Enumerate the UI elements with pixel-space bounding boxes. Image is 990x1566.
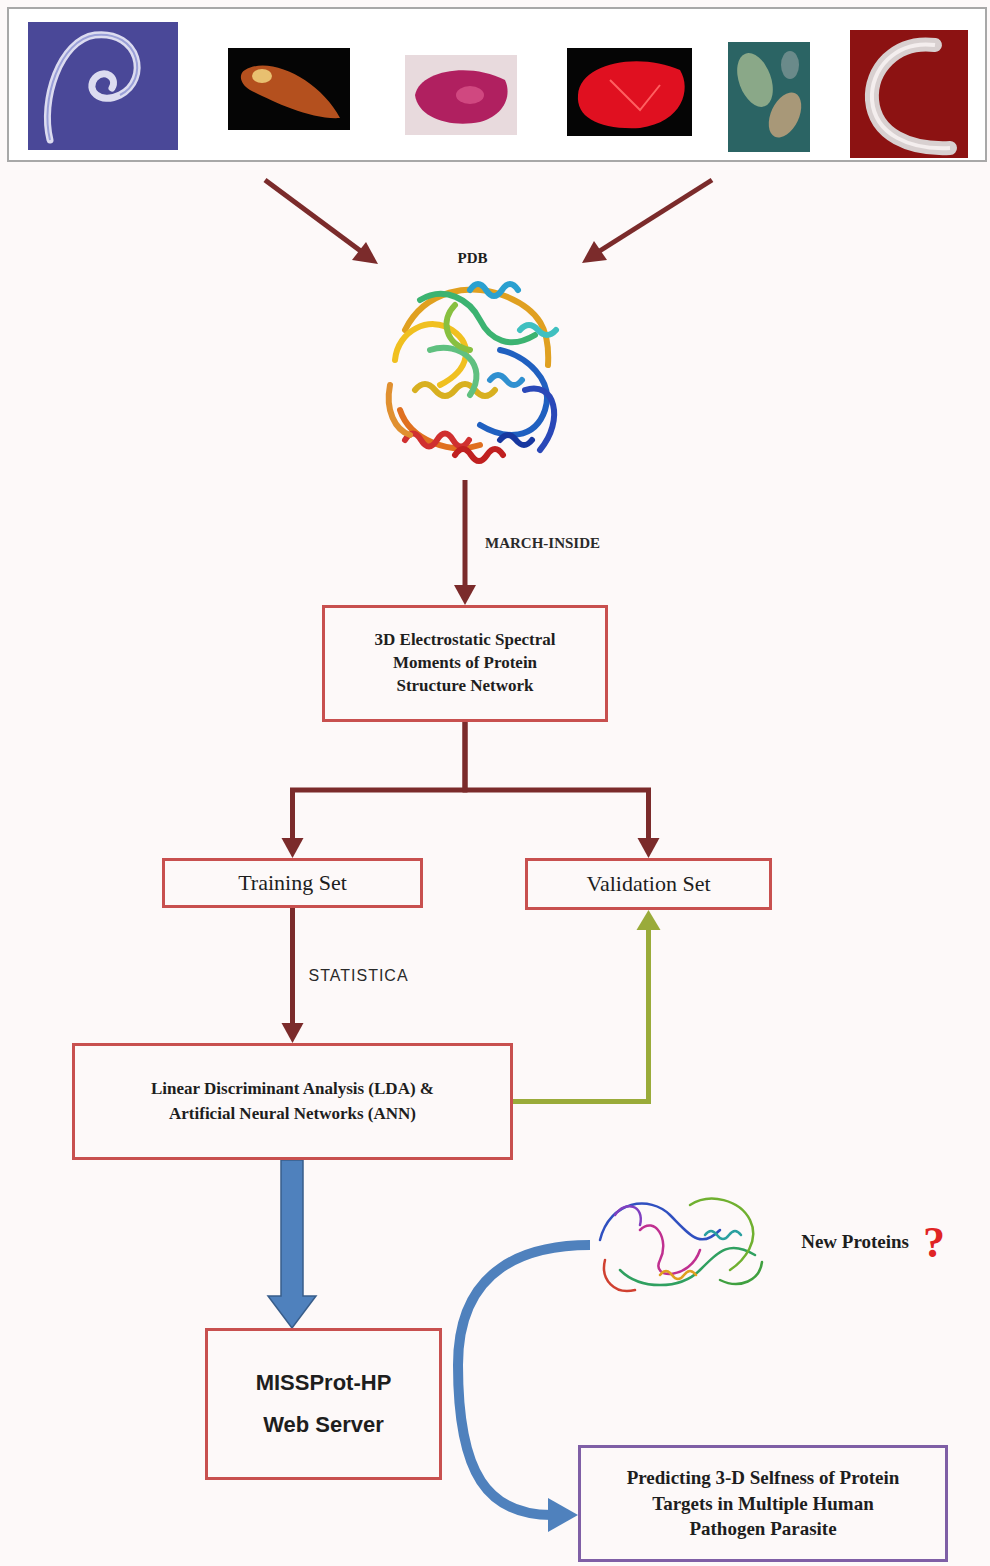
parasite-image	[728, 42, 810, 152]
box-text: Predicting 3-D Selfness of Protein Targe…	[618, 1465, 908, 1542]
connector-line	[465, 722, 649, 842]
connector	[268, 1160, 316, 1328]
process-box: Linear Discriminant Analysis (LDA) & Art…	[72, 1043, 513, 1160]
arrow-head	[282, 838, 304, 858]
connector	[454, 480, 476, 605]
connector-line	[463, 480, 468, 589]
box-text: Training Set	[238, 870, 347, 896]
connector-label: STATISTICA	[309, 962, 409, 990]
process-box: Validation Set	[525, 858, 772, 910]
connector-label: MARCH-INSIDE	[485, 529, 600, 557]
arrow-head	[638, 838, 660, 858]
connector	[282, 722, 466, 858]
connector	[282, 908, 304, 1043]
connector-line	[513, 926, 649, 1102]
image-strip-frame	[8, 8, 986, 161]
connector-line	[290, 908, 295, 1027]
server-box: MISSProt-HP Web Server	[205, 1328, 442, 1480]
node-label: New Proteins	[801, 1228, 909, 1257]
source-arrows	[265, 180, 712, 264]
box-text: Validation Set	[586, 871, 710, 897]
box-text: MISSProt-HP Web Server	[239, 1362, 409, 1446]
output-box: Predicting 3-D Selfness of Protein Targe…	[578, 1445, 948, 1562]
curved-arrow	[458, 1245, 590, 1515]
arrow-head	[548, 1498, 578, 1532]
parasite-image	[850, 30, 968, 158]
parasite-image	[228, 48, 350, 130]
question-mark: ?	[923, 1221, 945, 1265]
box-text: 3D Electrostatic Spectral Moments of Pro…	[370, 629, 560, 698]
connector	[458, 1245, 590, 1532]
protein-structure	[600, 1199, 762, 1291]
process-box: 3D Electrostatic Spectral Moments of Pro…	[322, 605, 608, 722]
connector-line	[293, 722, 466, 842]
parasite-image	[405, 55, 517, 135]
block-arrow	[268, 1160, 316, 1328]
connector	[465, 722, 660, 858]
arrow-head	[637, 910, 661, 930]
connector	[513, 910, 661, 1102]
protein-structure	[389, 284, 556, 461]
arrow-head	[454, 585, 476, 605]
parasite-image	[28, 22, 178, 150]
process-box: Training Set	[162, 858, 423, 908]
node-label: PDB	[458, 249, 488, 267]
box-text: Linear Discriminant Analysis (LDA) & Art…	[128, 1077, 458, 1126]
source-node: PDB	[380, 245, 565, 480]
arrow-head	[282, 1023, 304, 1043]
parasite-image	[567, 48, 692, 136]
input-node: New Proteins?	[590, 1180, 965, 1305]
